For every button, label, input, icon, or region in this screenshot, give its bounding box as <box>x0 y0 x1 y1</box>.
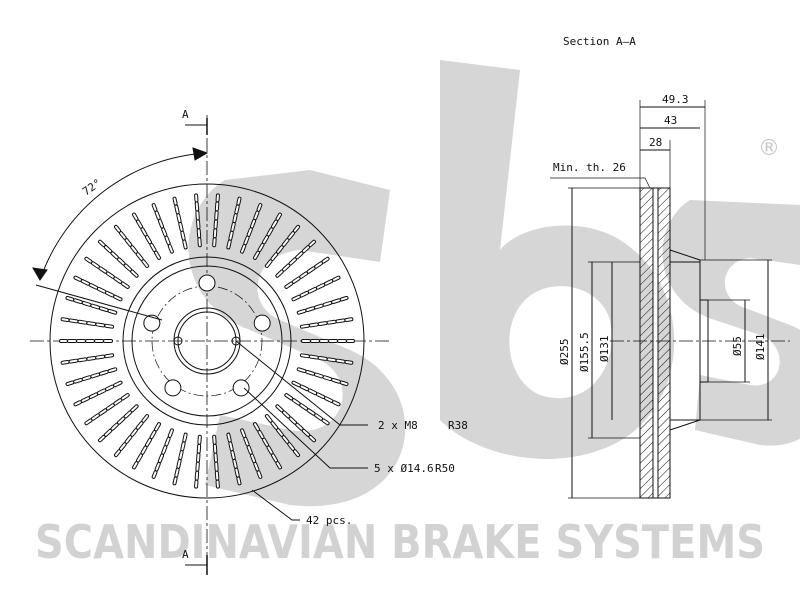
vent-slot-inner <box>254 423 281 469</box>
vent-slot-inner <box>195 194 201 247</box>
lug-holes <box>143 274 271 397</box>
disc-section-outline <box>639 187 671 499</box>
hat-outline <box>669 249 701 431</box>
vent-slot-inner <box>133 213 160 259</box>
vent-slot-inner <box>300 354 353 364</box>
vent-slot-inner <box>297 296 348 314</box>
dim-width-total: 49.3 <box>662 93 689 106</box>
min-thickness-leader <box>550 177 651 189</box>
front-view <box>30 115 390 575</box>
vent-slot-inner <box>276 405 316 442</box>
lug-hole <box>232 379 250 397</box>
vent-slot-inner <box>297 368 348 386</box>
section-mark-top: A <box>182 108 189 121</box>
vent-slot-inner <box>265 415 300 457</box>
vent-slot-inner <box>254 213 281 259</box>
holes-label: 5 x Ø14.6 <box>374 462 434 475</box>
angle-arrow-top <box>192 147 209 161</box>
vent-slot-inner <box>61 318 114 328</box>
vent-slot-inner <box>66 296 117 314</box>
vent-slot-inner <box>300 318 353 328</box>
vent-slot-inner <box>74 276 122 301</box>
vent-slot-inner <box>114 415 149 457</box>
vent-slot-inner <box>292 381 340 406</box>
dim-width-disc: 28 <box>649 136 662 149</box>
vent-slot-inner <box>173 433 187 485</box>
angle-arc <box>39 152 208 281</box>
vent-slot-inner <box>241 429 262 478</box>
vent-slot-inner <box>98 405 138 442</box>
holes-leader <box>243 387 368 469</box>
angle-label: 72° <box>80 176 104 198</box>
vent-slot-inner <box>98 240 138 277</box>
vent-slot-inner <box>133 423 160 469</box>
vent-slot-inner <box>85 394 129 425</box>
vent-slot-inner <box>61 354 114 364</box>
vent-slot-inner <box>213 194 219 247</box>
dim-hat-diameter: Ø131 <box>598 336 611 363</box>
hat-circle <box>131 265 283 417</box>
vents-leader <box>251 489 300 521</box>
bolt-leader <box>235 340 368 426</box>
min-thickness-label: Min. th. 26 <box>553 161 626 174</box>
dim-friction-diameter: Ø155.5 <box>578 332 591 372</box>
angle-radial-line <box>35 284 163 321</box>
vent-slot-inner <box>74 381 122 406</box>
dim-center-diameter: Ø55 <box>731 336 744 356</box>
vent-slot-inner <box>195 435 201 488</box>
vent-gap <box>652 187 659 499</box>
lug-hole <box>253 314 271 332</box>
vent-slot-inner <box>285 394 329 425</box>
vent-slot-inner <box>213 435 219 488</box>
dim-outer-diameter: Ø255 <box>558 339 571 366</box>
outer-rim-circle <box>49 183 365 499</box>
vent-slot-inner <box>152 429 173 478</box>
bolt-hole-right <box>231 336 241 346</box>
vent-slot-inner <box>173 197 187 249</box>
angle-arrow-left <box>32 267 48 281</box>
dim-width-hat: 43 <box>664 114 677 127</box>
company-watermark: SCANDINAVIAN BRAKE SYSTEMS <box>35 515 765 569</box>
lug-hole <box>164 379 182 397</box>
vent-slot-inner <box>152 204 173 253</box>
vent-slot-inner <box>292 276 340 301</box>
vent-slot-inner <box>85 257 129 288</box>
registered-mark: ® <box>758 136 780 161</box>
friction-inner-circle <box>122 256 292 426</box>
vent-slot-inner <box>265 225 300 267</box>
vent-slot-inner <box>114 225 149 267</box>
sbs-logo-watermark <box>188 60 800 507</box>
vent-slot-inner <box>227 197 241 249</box>
vent-slots <box>59 193 355 489</box>
bolt-label: 2 x M8 <box>378 419 418 432</box>
bolt-hole-left <box>173 336 183 346</box>
holes-radius: R50 <box>435 462 455 475</box>
lug-hole <box>198 274 216 292</box>
vent-slot-inner <box>227 433 241 485</box>
dim-pcd-diameter: Ø141 <box>754 334 767 361</box>
section-title: Section A–A <box>563 35 636 48</box>
lug-hole <box>143 314 161 332</box>
vent-slot-inner <box>285 257 329 288</box>
bolt-radius: R38 <box>448 419 468 432</box>
section-view <box>550 100 790 499</box>
vent-slot-inner <box>66 368 117 386</box>
vent-count-label: 42 pcs. <box>306 514 352 527</box>
section-mark-bottom: A <box>182 548 189 561</box>
vent-slot-inner <box>276 240 316 277</box>
vent-slot-inner <box>241 204 262 253</box>
